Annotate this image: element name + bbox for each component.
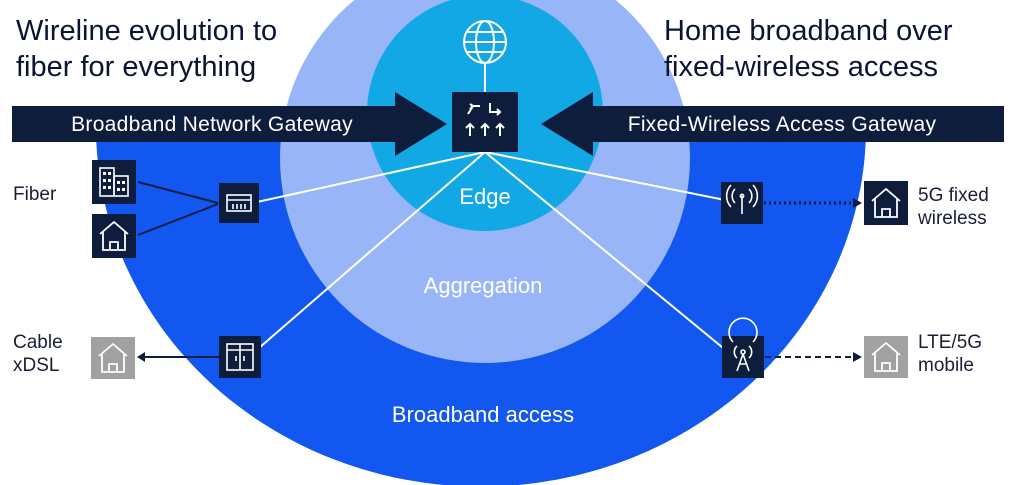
link-edge-olt <box>256 151 486 203</box>
link-edge-antenna <box>484 151 726 201</box>
globe-icon <box>463 20 507 92</box>
left-title: Wireline evolution to fiber for everythi… <box>16 15 278 83</box>
aggregation-label: Aggregation <box>424 273 543 298</box>
broadband-network-gateway-arrow <box>12 92 447 156</box>
cabinet-icon <box>219 336 261 378</box>
broadband-network-gateway-label: Broadband Network Gateway <box>71 113 353 136</box>
antenna-icon <box>721 182 763 224</box>
cable-xdsl-label: Cable xDSL <box>13 332 63 376</box>
fixed-wireless-access-gateway-arrow <box>541 92 1004 156</box>
link-building-olt <box>137 181 219 204</box>
home-icon <box>864 336 908 378</box>
fiber-label: Fiber <box>13 184 57 205</box>
arrowhead-right <box>853 198 862 208</box>
arrowhead-left <box>137 352 145 362</box>
home-icon <box>864 181 908 225</box>
home-icon <box>92 214 136 258</box>
lte-5g-mobile-label: LTE/5G mobile <box>918 332 983 376</box>
right-title: Home broadband over fixed-wireless acces… <box>664 15 953 83</box>
fixed-wireless-access-gateway-label: Fixed-Wireless Access Gateway <box>628 113 937 136</box>
radio-tower-icon <box>722 317 764 378</box>
router-icon <box>452 92 518 152</box>
link-edge-cabinet <box>251 151 486 355</box>
home-icon <box>91 337 135 379</box>
arrowhead-right <box>853 352 862 362</box>
olt-icon <box>219 183 259 223</box>
link-edge-tower <box>484 151 729 353</box>
broadband-access-label: Broadband access <box>392 402 574 427</box>
link-home-olt <box>137 203 219 236</box>
edge-label: Edge <box>459 184 510 209</box>
5g-fixed-wireless-label: 5G fixed wireless <box>918 185 989 229</box>
building-icon <box>92 160 136 204</box>
